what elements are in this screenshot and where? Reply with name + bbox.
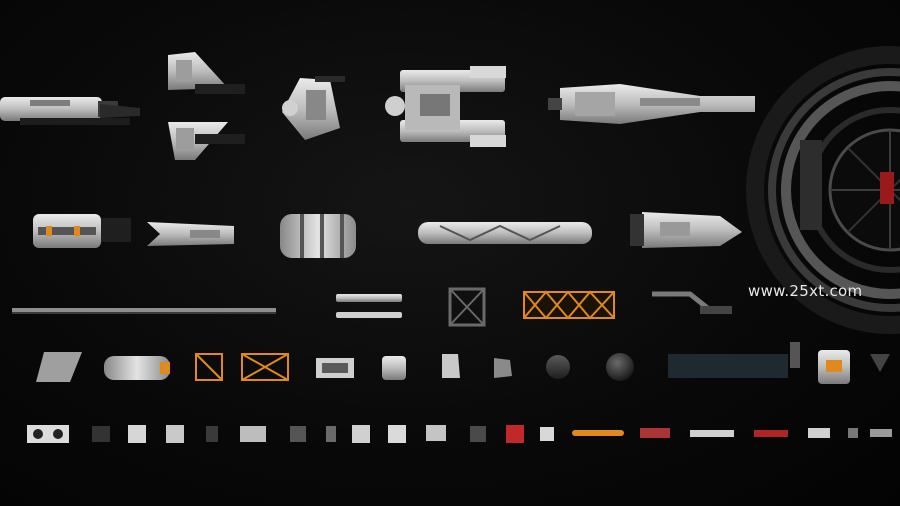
orange-truss bbox=[523, 290, 615, 320]
flat-panel-pair bbox=[336, 294, 402, 318]
dark-truss bbox=[448, 287, 486, 327]
ship-arrow-fighter bbox=[282, 76, 345, 140]
ship-claw-carrier bbox=[385, 66, 506, 147]
watermark-text: www.25xt.com bbox=[748, 282, 863, 300]
ship-delta-wing-bottom bbox=[168, 122, 245, 160]
ship-long-cruiser bbox=[548, 84, 755, 124]
cargo-pod bbox=[33, 214, 131, 248]
greeble-row bbox=[27, 425, 892, 443]
bent-pipe bbox=[652, 291, 732, 314]
truss-beam bbox=[418, 222, 592, 244]
ring-station bbox=[746, 46, 900, 334]
cylinder-module bbox=[280, 214, 356, 258]
wedge-hull bbox=[630, 212, 742, 248]
ship-delta-wing-top bbox=[168, 52, 245, 94]
ship-left-cylinder bbox=[0, 97, 140, 125]
long-rod bbox=[12, 308, 276, 314]
small-parts-row bbox=[36, 342, 890, 384]
fork-hull bbox=[147, 222, 234, 246]
